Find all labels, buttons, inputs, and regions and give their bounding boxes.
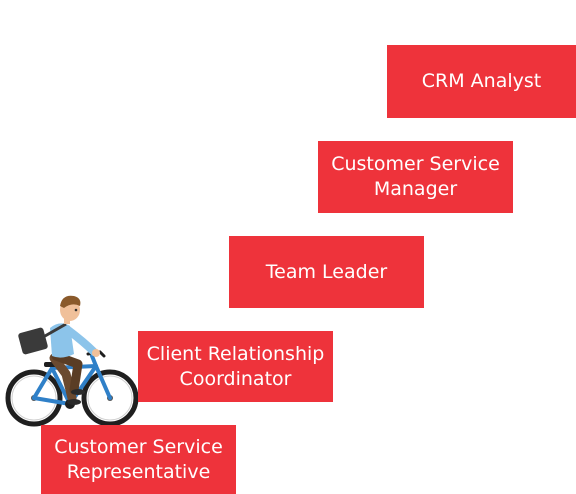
step-label: Team Leader xyxy=(265,260,388,283)
step-label: Customer Service Representative xyxy=(54,435,223,483)
front-wheel-icon xyxy=(81,369,139,427)
step-label: CRM Analyst xyxy=(421,70,542,92)
step-label: Customer Service Manager xyxy=(331,153,500,200)
cyclist-icon xyxy=(5,295,139,427)
step-client-relationship-coordinator: Client Relationship Coordinator xyxy=(138,331,333,402)
bag-icon xyxy=(18,327,48,355)
step-label: Client Relationship Coordinator xyxy=(146,342,325,390)
step-customer-service-manager: Customer Service Manager xyxy=(318,141,513,213)
step-crm-analyst: CRM Analyst xyxy=(387,45,576,118)
step-team-leader: Team Leader xyxy=(229,236,424,308)
step-customer-service-representative: Customer Service Representative xyxy=(41,425,236,494)
